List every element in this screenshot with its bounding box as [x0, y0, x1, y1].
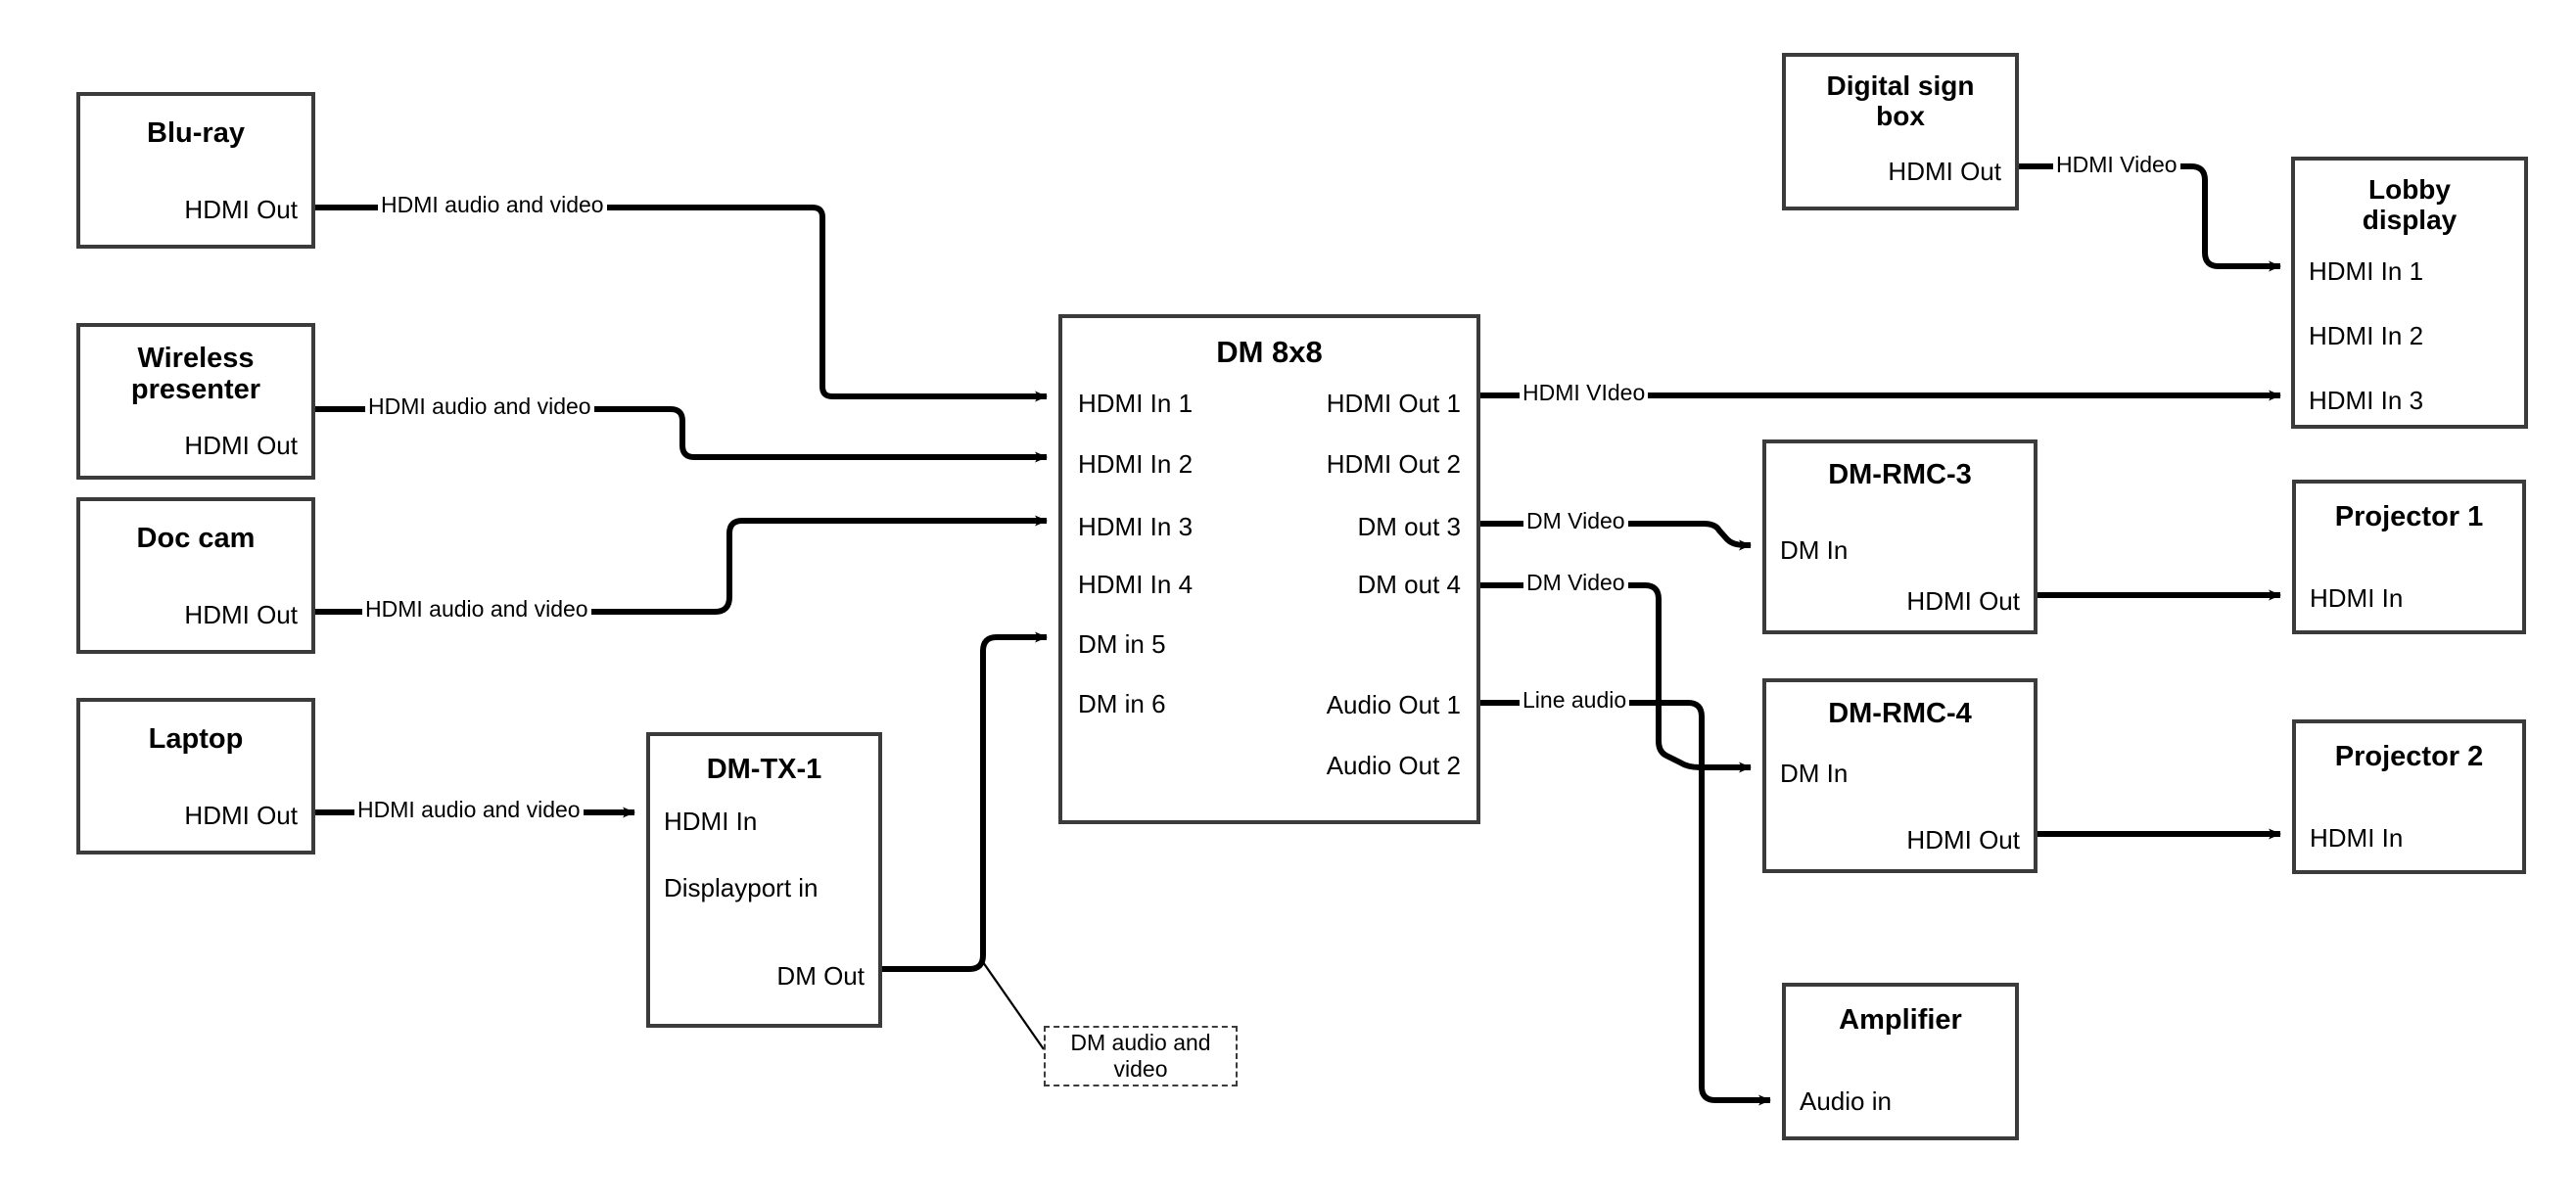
wire-audio-out-1-to-amplifier	[1480, 700, 1771, 1106]
node-lobby-display-title: Lobby display	[2362, 174, 2458, 236]
port-lobby-hdmi-in-1: HDMI In 1	[2309, 256, 2424, 286]
leader-dm-audio-video-note	[982, 961, 1045, 1050]
port-dmtx1-displayport-in: Displayport in	[664, 873, 819, 902]
node-dm-rmc-3[interactable]: DM-RMC-3 DM In HDMI Out	[1762, 439, 2037, 634]
wire-bluray-to-dm-hdmi-in-1	[315, 205, 1048, 402]
port-projector-1-hdmi-in: HDMI In	[2310, 583, 2404, 613]
node-dm-rmc-3-title: DM-RMC-3	[1828, 459, 1972, 490]
port-signbox-hdmi-out: HDMI Out	[1888, 157, 2001, 186]
wire-dm-out-4-to-rmc4	[1480, 582, 1752, 773]
node-laptop[interactable]: Laptop HDMI Out	[76, 698, 315, 855]
port-rmc3-dm-in: DM In	[1780, 535, 1849, 565]
node-wireless-presenter-title: Wireless presenter	[130, 343, 261, 406]
label-bluray-link: HDMI audio and video	[378, 194, 607, 216]
port-lobby-hdmi-in-2: HDMI In 2	[2309, 321, 2424, 350]
port-lobby-hdmi-in-3: HDMI In 3	[2309, 386, 2424, 415]
node-dm-rmc-4[interactable]: DM-RMC-4 DM In HDMI Out	[1762, 678, 2037, 873]
port-laptop-hdmi-out: HDMI Out	[184, 801, 298, 830]
label-signbox-link: HDMI Video	[2053, 154, 2180, 176]
port-rmc4-hdmi-out: HDMI Out	[1906, 825, 2020, 855]
node-projector-2-title: Projector 2	[2334, 741, 2484, 772]
node-bluray[interactable]: Blu-ray HDMI Out	[76, 92, 315, 249]
node-dm-8x8[interactable]: DM 8x8 HDMI In 1 HDMI In 2 HDMI In 3 HDM…	[1058, 314, 1480, 824]
port-dm8x8-hdmi-in-3: HDMI In 3	[1078, 512, 1194, 541]
node-digital-sign-box-title: Digital sign box	[1826, 70, 1975, 132]
label-hdmi-out-1-link: HDMI VIdeo	[1520, 382, 1649, 404]
wire-dmtx1-to-dm-in-5	[882, 631, 1048, 972]
port-dm8x8-hdmi-in-4: HDMI In 4	[1078, 570, 1194, 599]
port-doccam-hdmi-out: HDMI Out	[184, 600, 298, 629]
port-dmtx1-hdmi-in: HDMI In	[664, 807, 758, 836]
node-digital-sign-box[interactable]: Digital sign box HDMI Out	[1782, 53, 2019, 210]
label-dm-out-3-link: DM Video	[1523, 510, 1628, 532]
node-dm-8x8-title: DM 8x8	[1216, 335, 1323, 369]
port-projector-2-hdmi-in: HDMI In	[2310, 823, 2404, 853]
node-lobby-display[interactable]: Lobby display HDMI In 1 HDMI In 2 HDMI I…	[2291, 157, 2528, 429]
node-amplifier-title: Amplifier	[1839, 1004, 1962, 1036]
port-amplifier-audio-in: Audio in	[1800, 1086, 1892, 1116]
port-dm8x8-dm-out-4: DM out 4	[1357, 570, 1462, 599]
port-dm8x8-hdmi-out-2: HDMI Out 2	[1326, 449, 1461, 479]
port-rmc4-dm-in: DM In	[1780, 759, 1849, 788]
wire-signbox-to-lobby-hdmi-in-1	[2019, 163, 2281, 272]
node-doc-cam[interactable]: Doc cam HDMI Out	[76, 497, 315, 654]
port-bluray-hdmi-out: HDMI Out	[184, 195, 298, 224]
label-audio-out-1-link: Line audio	[1520, 689, 1630, 712]
label-wireless-link: HDMI audio and video	[365, 395, 594, 418]
port-dmtx1-dm-out: DM Out	[776, 961, 865, 991]
port-dm8x8-audio-out-1: Audio Out 1	[1326, 690, 1461, 719]
port-dm8x8-dm-in-5: DM in 5	[1078, 629, 1166, 659]
port-dm8x8-hdmi-out-1: HDMI Out 1	[1326, 389, 1461, 418]
node-dm-tx-1[interactable]: DM-TX-1 HDMI In Displayport in DM Out	[646, 732, 882, 1028]
node-amplifier[interactable]: Amplifier Audio in	[1782, 983, 2019, 1140]
node-dm-tx-1-title: DM-TX-1	[706, 754, 822, 785]
port-wireless-hdmi-out: HDMI Out	[184, 431, 298, 460]
node-laptop-title: Laptop	[148, 723, 244, 755]
label-dm-out-4-link: DM Video	[1523, 572, 1628, 594]
port-rmc3-hdmi-out: HDMI Out	[1906, 586, 2020, 616]
node-dm-rmc-4-title: DM-RMC-4	[1828, 698, 1972, 729]
node-bluray-title: Blu-ray	[147, 117, 245, 149]
node-projector-1[interactable]: Projector 1 HDMI In	[2292, 480, 2526, 634]
port-dm8x8-dm-out-3: DM out 3	[1357, 512, 1462, 541]
port-dm8x8-hdmi-in-1: HDMI In 1	[1078, 389, 1194, 418]
node-doc-cam-title: Doc cam	[136, 523, 256, 554]
note-dm-audio-and-video: DM audio and video	[1044, 1026, 1238, 1086]
port-dm8x8-dm-in-6: DM in 6	[1078, 689, 1166, 718]
node-projector-1-title: Projector 1	[2334, 501, 2484, 532]
port-dm8x8-hdmi-in-2: HDMI In 2	[1078, 449, 1194, 479]
label-doccam-link: HDMI audio and video	[362, 598, 591, 621]
label-laptop-link: HDMI audio and video	[354, 799, 584, 821]
port-dm8x8-audio-out-2: Audio Out 2	[1326, 751, 1461, 780]
node-wireless-presenter[interactable]: Wireless presenter HDMI Out	[76, 323, 315, 480]
node-projector-2[interactable]: Projector 2 HDMI In	[2292, 719, 2526, 874]
